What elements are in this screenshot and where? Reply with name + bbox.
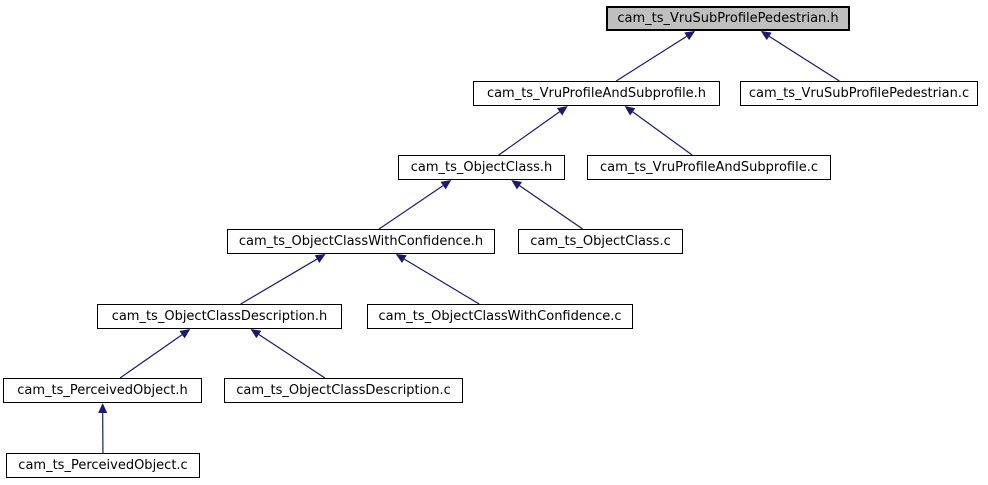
- graph-node-cam_ts_ObjectClassWithConfidence.c[interactable]: cam_ts_ObjectClassWithConfidence.c: [367, 304, 633, 329]
- graph-node-cam_ts_ObjectClass.c[interactable]: cam_ts_ObjectClass.c: [518, 229, 683, 254]
- include-edge-arrowhead: [511, 180, 523, 190]
- include-edge-arrowhead: [624, 106, 636, 116]
- include-edge-arrowhead: [395, 254, 407, 264]
- include-edge-arrowhead: [684, 31, 696, 41]
- include-edge-line: [519, 185, 583, 230]
- graph-node-cam_ts_PerceivedObject.c[interactable]: cam_ts_PerceivedObject.c: [6, 453, 200, 478]
- graph-node-cam_ts_ObjectClassDescription.c[interactable]: cam_ts_ObjectClassDescription.c: [224, 378, 463, 403]
- include-edge-line: [615, 35, 687, 82]
- graph-node-cam_ts_PerceivedObject.h[interactable]: cam_ts_PerceivedObject.h: [3, 378, 202, 403]
- include-edge-arrowhead: [314, 254, 326, 263]
- graph-node-cam_ts_VruSubProfilePedestrian.h: cam_ts_VruSubProfilePedestrian.h: [606, 6, 850, 31]
- include-edge-arrowhead: [98, 403, 108, 414]
- include-edge-line: [632, 111, 693, 156]
- include-edge-line: [240, 258, 318, 305]
- include-edge-arrowhead: [179, 329, 191, 339]
- include-edge-line: [378, 185, 444, 230]
- graph-node-cam_ts_VruSubProfilePedestrian.c[interactable]: cam_ts_VruSubProfilePedestrian.c: [740, 81, 978, 106]
- include-edge-arrowhead: [250, 329, 262, 339]
- graph-node-cam_ts_VruProfileAndSubprofile.c[interactable]: cam_ts_VruProfileAndSubprofile.c: [587, 155, 831, 180]
- include-edge-line: [258, 333, 326, 379]
- include-edge-line: [404, 258, 480, 305]
- include-edge-arrowhead: [556, 106, 568, 116]
- graph-node-cam_ts_ObjectClassDescription.h[interactable]: cam_ts_ObjectClassDescription.h: [97, 304, 342, 329]
- graph-node-cam_ts_ObjectClassWithConfidence.h[interactable]: cam_ts_ObjectClassWithConfidence.h: [227, 229, 495, 254]
- graph-node-cam_ts_ObjectClass.h[interactable]: cam_ts_ObjectClass.h: [398, 155, 565, 180]
- include-edge-arrowhead: [440, 180, 452, 190]
- include-edge-line: [119, 334, 183, 379]
- include-edge-line: [498, 111, 560, 156]
- graph-node-cam_ts_VruProfileAndSubprofile.h[interactable]: cam_ts_VruProfileAndSubprofile.h: [473, 81, 720, 106]
- include-edge-arrowhead: [760, 31, 772, 41]
- include-edge-line: [768, 35, 840, 82]
